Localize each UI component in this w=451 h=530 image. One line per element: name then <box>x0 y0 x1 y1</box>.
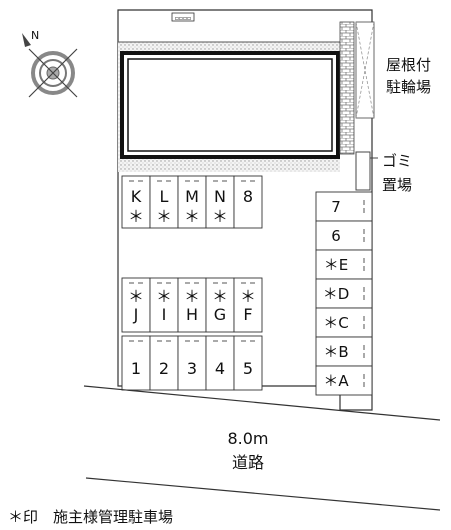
parking-stall <box>149 175 179 229</box>
parking-stall <box>315 365 373 396</box>
stall-code: 1 <box>131 359 141 378</box>
parking-stall <box>233 175 263 229</box>
parking-row-middle: ＊J＊I＊H＊G＊F <box>121 277 263 333</box>
parking-stall <box>149 335 179 391</box>
compass-icon: N <box>22 29 78 98</box>
parking-stall <box>177 277 207 333</box>
stall-label: ＊C <box>323 314 348 332</box>
parking-stall <box>121 335 151 391</box>
road-name-label: 道路 <box>232 453 264 472</box>
stall-code: K <box>131 187 142 206</box>
stall-code: 5 <box>243 359 253 378</box>
parking-stall <box>315 307 373 338</box>
stall-mark: ＊ <box>128 207 144 226</box>
parking-stall <box>205 335 235 391</box>
stall-mark: ＊ <box>212 207 228 226</box>
stall-code: I <box>162 305 167 324</box>
garbage-area <box>355 151 371 191</box>
stall-label: 6 <box>331 227 341 245</box>
stall-label: ＊D <box>323 285 350 303</box>
stall-code: H <box>186 305 198 324</box>
road-width-label: 8.0m <box>227 429 268 448</box>
parking-stall <box>315 336 373 367</box>
parking-stall <box>315 220 373 251</box>
bicycle-parking-label-1: 屋根付 <box>386 56 431 74</box>
parking-stall <box>177 335 207 391</box>
parking-column-right: 7 6 ＊E ＊D ＊C ＊B ＊A <box>315 191 373 396</box>
parking-stall <box>315 278 373 309</box>
stall-label: ＊A <box>323 372 349 390</box>
parking-row-top: K＊L＊M＊N＊8 <box>121 175 263 229</box>
garbage-label-1: ゴミ <box>382 152 412 170</box>
stall-code: N <box>214 187 226 206</box>
bicycle-parking-area <box>355 21 375 119</box>
stall-code: G <box>214 305 226 324</box>
garbage-label-2: 置場 <box>382 176 412 194</box>
parking-stall <box>315 191 373 222</box>
stall-mark: ＊ <box>156 287 172 306</box>
stall-label: 7 <box>331 198 341 216</box>
stall-code: F <box>243 305 252 324</box>
stall-label: ＊B <box>323 343 348 361</box>
legend: ＊印 施主様管理駐車場 <box>8 508 173 526</box>
road-edge-top <box>83 385 441 421</box>
stall-mark: ＊ <box>128 287 144 306</box>
parking-stall <box>121 277 151 333</box>
brick-wall <box>339 21 355 155</box>
stall-code: M <box>185 187 199 206</box>
stall-label: ＊E <box>324 256 348 274</box>
stall-mark: ＊ <box>156 207 172 226</box>
stall-code: 4 <box>215 359 225 378</box>
stall-code: 2 <box>159 359 169 378</box>
parking-stall <box>205 277 235 333</box>
bicycle-parking-label-2: 駐輪場 <box>386 78 431 96</box>
north-mark: N <box>31 29 39 42</box>
stall-mark: ＊ <box>212 287 228 306</box>
road-edge-bottom <box>85 477 441 511</box>
parking-stall <box>233 277 263 333</box>
stall-code: L <box>160 187 169 206</box>
stall-code: 3 <box>187 359 197 378</box>
parking-stall <box>149 277 179 333</box>
stall-mark: ＊ <box>184 287 200 306</box>
parking-stall <box>205 175 235 229</box>
parking-stall <box>177 175 207 229</box>
parking-stall <box>233 335 263 391</box>
stall-mark: ＊ <box>184 207 200 226</box>
stall-code: J <box>133 305 139 324</box>
stall-code: 8 <box>243 187 253 206</box>
building-marker: ▫▫▫▫ <box>175 15 191 22</box>
stall-mark: ＊ <box>240 287 256 306</box>
